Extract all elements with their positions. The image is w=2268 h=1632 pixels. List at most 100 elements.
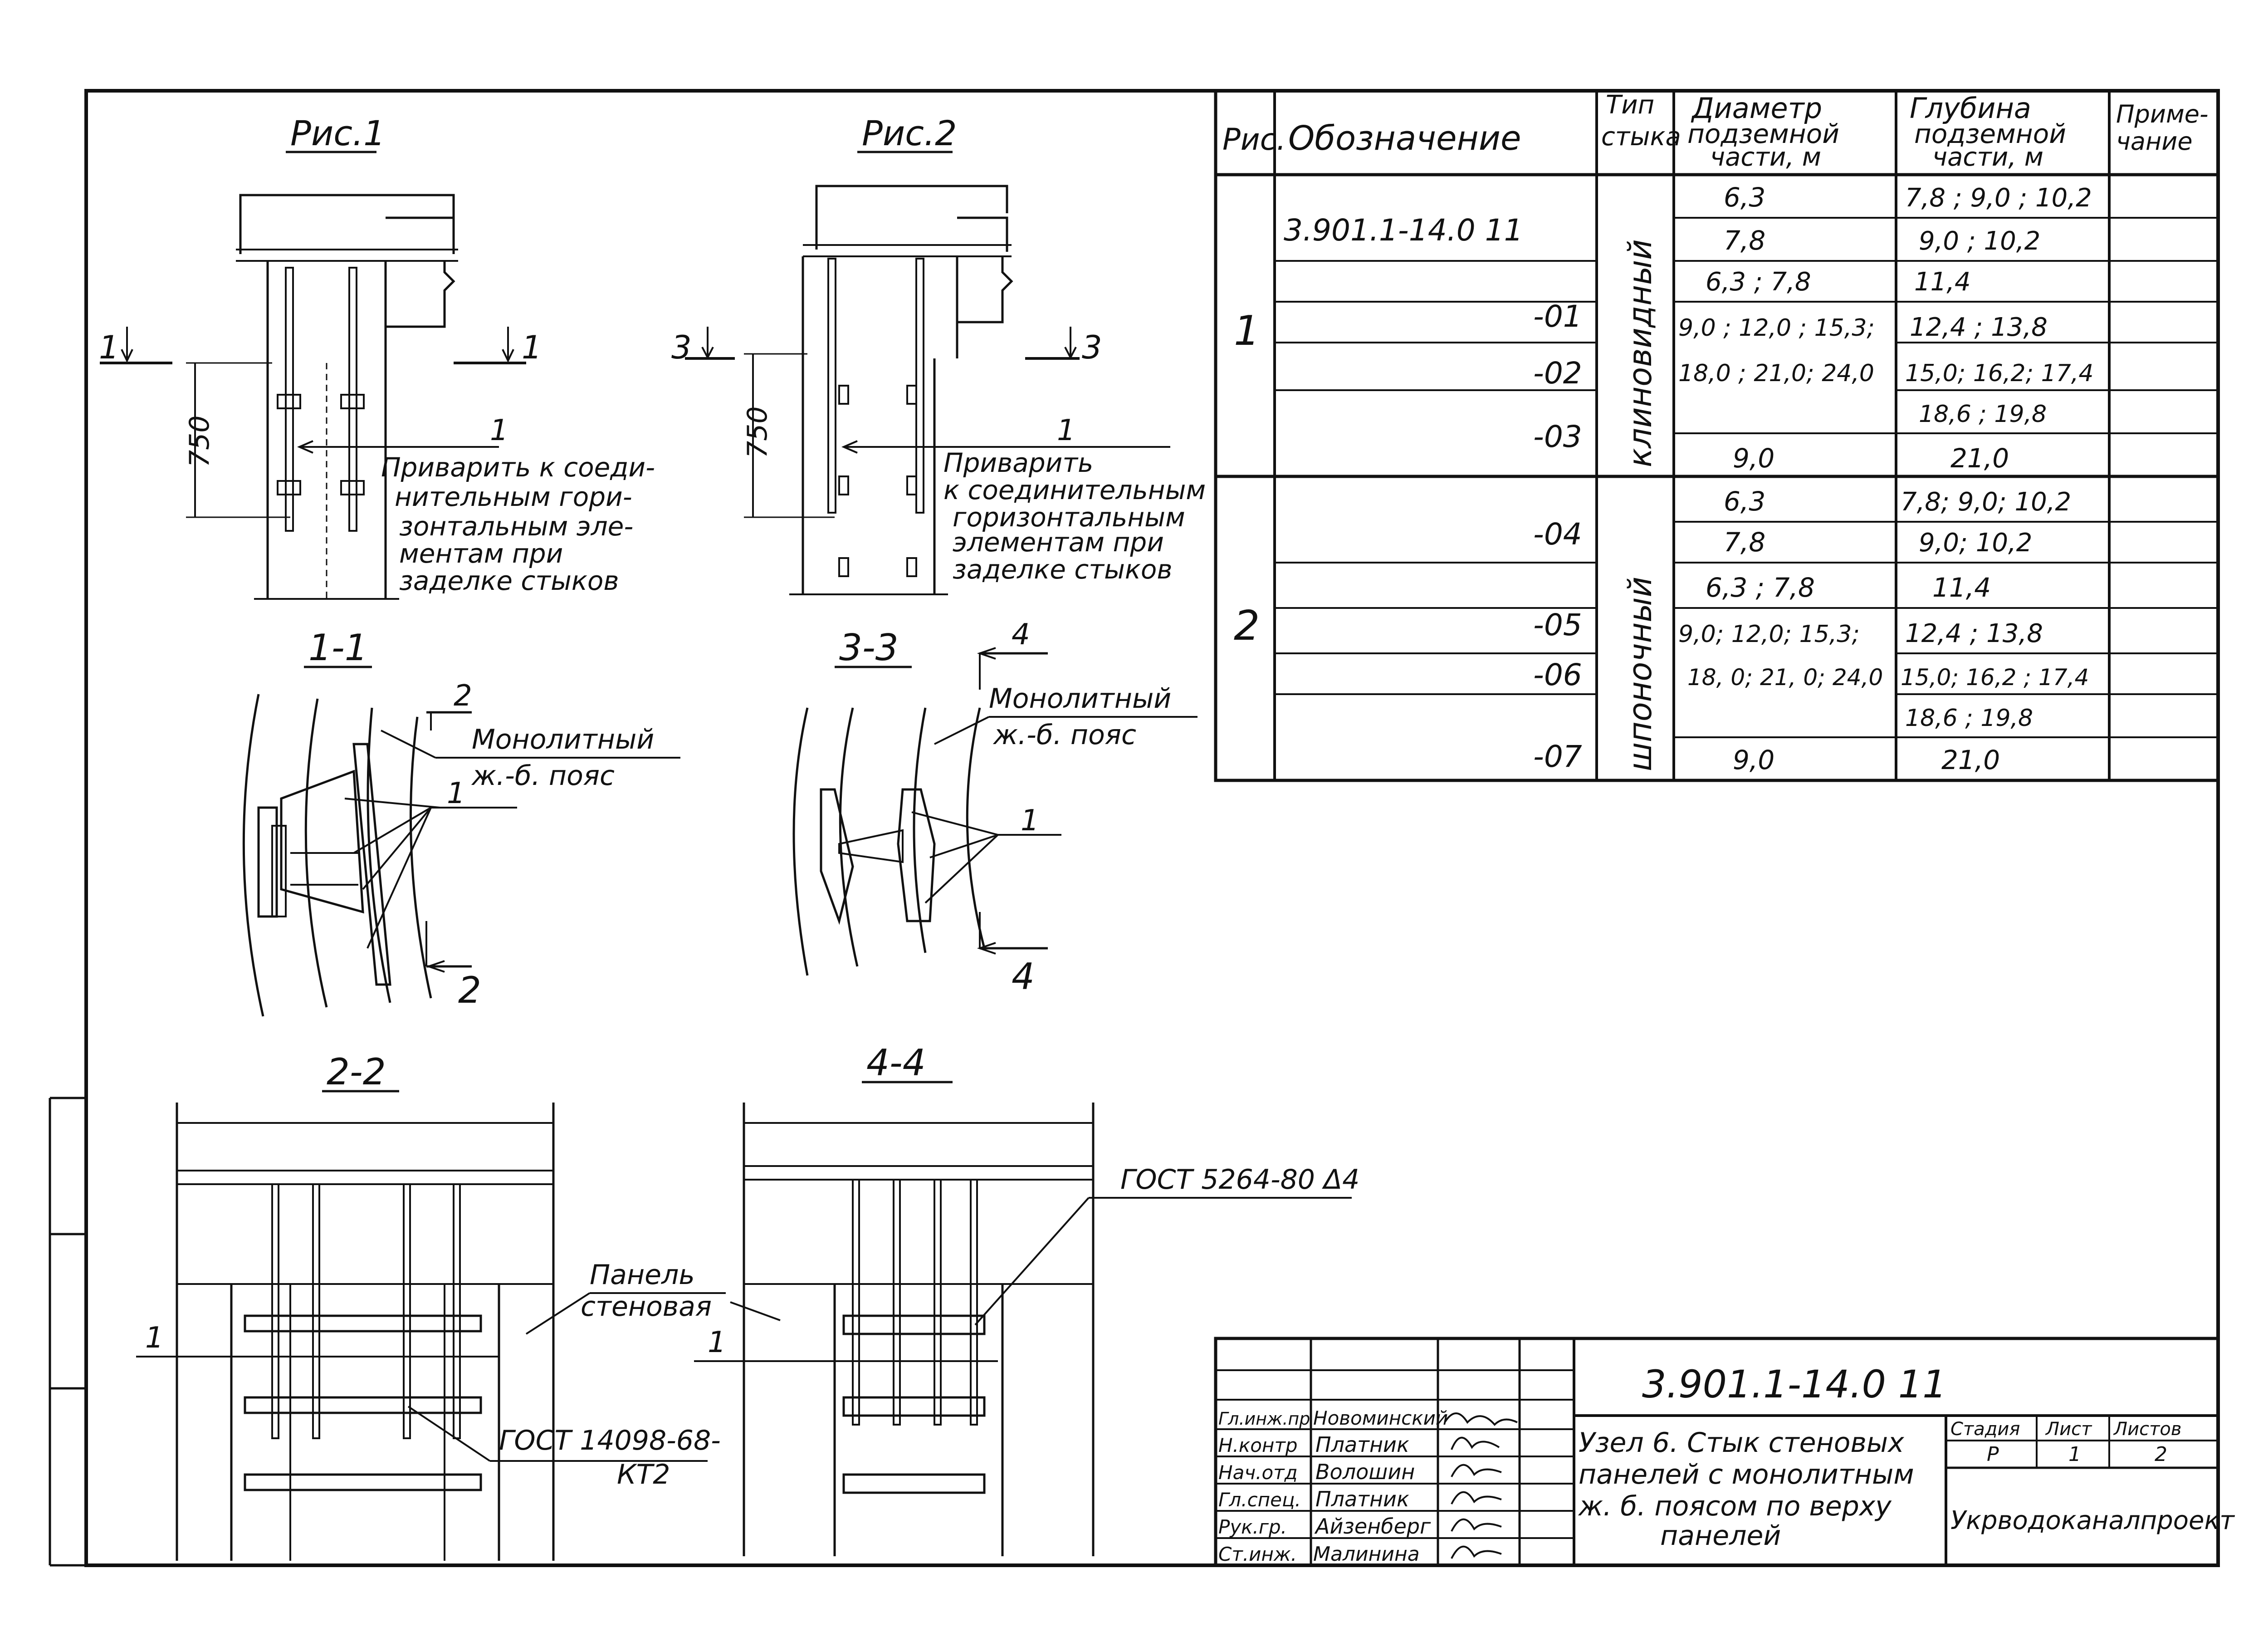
depth-cell: 21,0 [1941, 745, 2000, 775]
callout-1: 1 [145, 1321, 164, 1355]
joint-type: клиновидный [1622, 239, 1659, 467]
stage-label: Стадия [1950, 1419, 2020, 1440]
diameter-cell: 9,0 [1733, 745, 1774, 775]
stage-value: Р [1987, 1443, 1999, 1466]
svg-text:ж. б. поясом по верху: ж. б. поясом по верху [1578, 1490, 1892, 1522]
section-2-2: 2-2 1 Панель стеновая ГОСТ 14098-68- КТ2 [136, 1051, 726, 1561]
section-title: 4-4 [866, 1042, 926, 1084]
col-header-tip: Тип стыка [1601, 90, 1681, 152]
callout-1: 1 [1021, 804, 1039, 838]
svg-text:элементам при: элементам при [953, 527, 1164, 558]
col-header-diameter: Диаметр подземной части, м [1687, 92, 1839, 172]
cut-label: 1 [99, 329, 119, 366]
svg-text:к соединительным: к соединительным [943, 475, 1206, 505]
depth-cell: 7,8; 9,0; 10,2 [1901, 487, 2071, 517]
section-title: 3-3 [839, 627, 899, 669]
sheets-label: Листов [2113, 1419, 2181, 1440]
svg-text:Гл.спец.: Гл.спец. [1218, 1489, 1301, 1511]
svg-text:зонтальным эле-: зонтальным эле- [399, 511, 633, 542]
col-header-note: Приме- чание [2116, 100, 2208, 156]
fig1-title: Рис.1 [290, 113, 386, 153]
weld-note-1: Приварить к соеди- нительным гори- зонта… [381, 452, 655, 596]
ris-number: 1 [1234, 307, 1260, 355]
spec-table: Рис. Обозначение Тип стыка Диаметр подзе… [1214, 89, 2220, 782]
monolith-belt-label-2: Монолитный ж.-б. пояс [989, 683, 1171, 751]
diameter-cell: 6,3 [1724, 182, 1765, 213]
callout-1: 1 [490, 414, 508, 447]
svg-text:Новоминский: Новоминский [1313, 1407, 1448, 1429]
organization: Укрводоканалпроект [1950, 1506, 2235, 1535]
sheet-frame [84, 89, 2220, 1567]
svg-text:заделке стыков: заделке стыков [399, 565, 619, 596]
cut-label: 4 [1012, 618, 1030, 652]
depth-cell: 21,0 [1950, 443, 2009, 474]
signatures [1444, 1412, 1518, 1559]
designation: -04 [1533, 517, 1582, 552]
svg-text:Айзенберг: Айзенберг [1314, 1514, 1431, 1539]
svg-text:Приварить: Приварить [943, 447, 1093, 478]
signature-roles: Гл.инж.пр Н.контр Нач.отд Гл.спец. Рук.г… [1218, 1409, 1310, 1565]
gost-14098-label: ГОСТ 14098-68- КТ2 [499, 1425, 721, 1490]
designation: -01 [1533, 299, 1582, 334]
svg-text:панелей: панелей [1660, 1520, 1781, 1552]
designation: -06 [1533, 657, 1582, 692]
svg-text:Платник: Платник [1315, 1487, 1409, 1511]
diameter-cell: 7,8 [1724, 527, 1765, 558]
svg-text:чание: чание [2116, 127, 2193, 156]
diameter-cell: 18,0 ; 21,0; 24,0 [1678, 360, 1874, 387]
svg-text:Ст.инж.: Ст.инж. [1218, 1543, 1297, 1565]
depth-cell: 11,4 [1932, 572, 1991, 603]
svg-text:стеновая: стеновая [581, 1291, 712, 1323]
section-3-3: 3-3 1 4 4 Монолитный ж.-б. пояс [792, 618, 1198, 998]
svg-text:ГОСТ 14098-68-: ГОСТ 14098-68- [499, 1425, 721, 1456]
section-title: 2-2 [327, 1051, 386, 1093]
figure-1: Рис.1 1 1 750 [99, 113, 655, 600]
diameter-cell: 6,3 [1724, 486, 1765, 517]
diameter-cell: 6,3 ; 7,8 [1706, 572, 1815, 603]
col-header-oboznachenie: Обозначение [1288, 119, 1521, 158]
depth-cell: 9,0; 10,2 [1919, 528, 2032, 558]
cut-label: 2 [454, 679, 472, 713]
designation: 3.901.1-14.0 11 [1284, 213, 1523, 248]
callout-1: 1 [708, 1326, 726, 1359]
gost-5264-label: ГОСТ 5264-80 Δ4 [1120, 1164, 1359, 1196]
designation: -05 [1533, 608, 1582, 642]
svg-text:Гл.инж.пр: Гл.инж.пр [1218, 1409, 1310, 1429]
svg-text:стыка: стыка [1601, 122, 1681, 152]
svg-text:Узел 6. Стык стеновых: Узел 6. Стык стеновых [1579, 1427, 1904, 1459]
depth-cell: 12,4 ; 13,8 [1905, 619, 2043, 648]
drawing-title: Узел 6. Стык стеновых панелей с монолитн… [1578, 1427, 1914, 1552]
section-title: 1-1 [308, 627, 368, 669]
svg-text:Волошин: Волошин [1315, 1460, 1415, 1484]
depth-cell: 9,0 ; 10,2 [1919, 226, 2040, 256]
callout-1: 1 [447, 777, 465, 810]
figure-2: Рис.2 3 3 750 1 [671, 113, 1206, 595]
svg-text:ж.-б. пояс: ж.-б. пояс [992, 719, 1136, 751]
svg-text:заделке стыков: заделке стыков [953, 554, 1173, 585]
svg-text:подземной: подземной [1687, 118, 1839, 149]
dim-750: 750 [742, 406, 773, 458]
depth-cell: 15,0; 16,2; 17,4 [1905, 360, 2093, 387]
svg-text:Приме-: Приме- [2116, 100, 2208, 128]
svg-text:ментам при: ментам при [399, 538, 563, 569]
diameter-cell: 18, 0; 21, 0; 24,0 [1687, 664, 1883, 691]
cut-label: 1 [522, 329, 542, 366]
fig2-title: Рис.2 [862, 113, 957, 153]
col-header-depth: Глубина подземной части, м [1910, 92, 2066, 172]
signature-names: Новоминский Платник Волошин Платник Айзе… [1313, 1407, 1448, 1566]
col-header-ris: Рис. [1222, 122, 1286, 157]
ris-number: 2 [1234, 602, 1260, 650]
svg-text:Глубина: Глубина [1910, 92, 2031, 125]
section-1-1: 1-1 1 2 2 Монолитный ж.-б. пояс [242, 627, 680, 1017]
callout-1: 1 [1057, 414, 1075, 447]
svg-text:части, м: части, м [1932, 142, 2043, 172]
sheets-value: 2 [2155, 1443, 2167, 1466]
designation: -02 [1533, 356, 1582, 391]
cut-label: 2 [458, 969, 481, 1011]
svg-text:Платник: Платник [1315, 1432, 1409, 1457]
svg-text:Н.контр: Н.контр [1218, 1434, 1298, 1456]
svg-text:ж.-б. пояс: ж.-б. пояс [471, 760, 615, 792]
designation: -03 [1533, 419, 1582, 454]
svg-text:Приварить к соеди-: Приварить к соеди- [381, 452, 655, 483]
depth-cell: 15,0; 16,2 ; 17,4 [1901, 664, 2089, 691]
